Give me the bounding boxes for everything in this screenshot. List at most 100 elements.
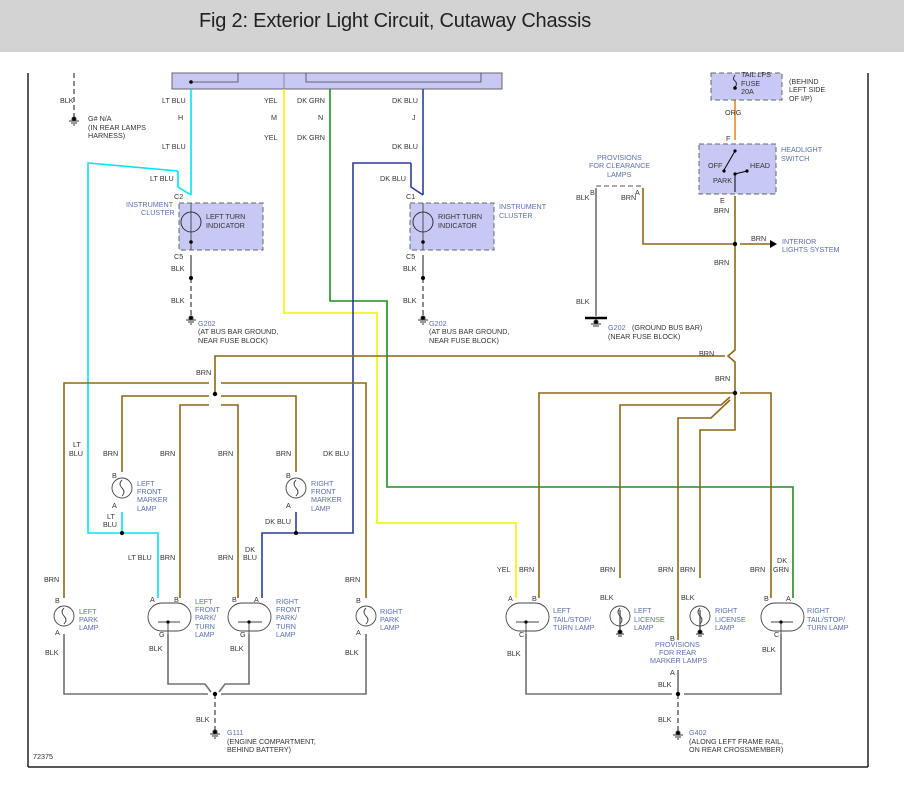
- diagram-label: (GROUND BUS BAR): [632, 323, 702, 332]
- wire-label: LT BLU: [162, 142, 186, 151]
- wire-label: DK: [777, 556, 787, 565]
- pin-label: M: [271, 113, 277, 122]
- pin-label: C: [774, 630, 779, 639]
- diagram-label: G402: [689, 728, 707, 737]
- pin-label: F: [726, 134, 731, 143]
- pin-label: A: [670, 668, 675, 677]
- diagram-label: LEFT: [79, 607, 97, 616]
- wire-label: BRN: [276, 449, 291, 458]
- diagram-label: LEFT SIDE: [789, 85, 825, 94]
- diagram-label: MARKER: [311, 495, 342, 504]
- lamp-icon: [53, 477, 805, 634]
- diagram-label: INDICATOR: [206, 221, 245, 230]
- diagram-label: RIGHT: [380, 607, 403, 616]
- wire-label: DK GRN: [297, 96, 325, 105]
- wire-label: BRN: [699, 349, 714, 358]
- diagram-label: OFF: [708, 161, 723, 170]
- wire-blk: [63, 73, 782, 733]
- diagram-label: LAMP: [380, 623, 400, 632]
- wire-label: BRN: [600, 565, 615, 574]
- wire-label: BRN: [218, 553, 233, 562]
- wire-label: BLK: [762, 645, 776, 654]
- pin-label: J: [412, 113, 416, 122]
- figure-header: Fig 2: Exterior Light Circuit, Cutaway C…: [0, 0, 904, 52]
- diagram-label: (NEAR FUSE BLOCK): [608, 332, 680, 341]
- wire-label: BRN: [218, 449, 233, 458]
- wire-label: BRN: [196, 368, 211, 377]
- diagram-label: RIGHT: [276, 597, 299, 606]
- diagram-label: MARKER LAMPS: [650, 656, 707, 665]
- fuse-box: [710, 72, 783, 101]
- diagram-label: LEFT: [634, 606, 652, 615]
- diagram-label: PROVISIONS: [655, 640, 700, 649]
- wire-label: LT BLU: [128, 553, 152, 562]
- component-labels: TAIL LPS FUSE 20A (BEHIND LEFT SIDE OF I…: [79, 70, 849, 665]
- diagram-label: FRONT: [276, 605, 301, 614]
- wire-label: BRN: [658, 565, 673, 574]
- diagram-label: FOR REAR: [659, 648, 696, 657]
- wire-label: BRN: [751, 234, 766, 243]
- diagram-label: G# N/A: [88, 114, 112, 123]
- pin-label: C: [519, 630, 524, 639]
- diagram-label: INTERIOR: [782, 237, 816, 246]
- pin-label: A: [356, 628, 361, 637]
- diagram-label: PARK: [79, 615, 98, 624]
- diagram-label: TAIL/STOP/: [553, 615, 591, 624]
- wire-labels: BLK LT BLU YEL DK GRN DK BLU H M N J YEL…: [44, 96, 791, 724]
- diagram-label: RIGHT: [807, 606, 830, 615]
- diagram-label: TURN LAMP: [553, 623, 595, 632]
- wire-label: BRN: [621, 193, 636, 202]
- right-turn-indicator-box: [409, 202, 495, 251]
- diagram-label: FUSE: [741, 79, 760, 88]
- pin-label: A: [786, 594, 791, 603]
- pin-label: A: [254, 595, 259, 604]
- wire-label: BLK: [658, 680, 672, 689]
- diagram-label: INDICATOR: [438, 221, 477, 230]
- diagram-label: LIGHTS SYSTEM: [782, 245, 840, 254]
- wire-label: GRN: [773, 565, 789, 574]
- diagram-label: MARKER: [137, 495, 168, 504]
- diagram-label: TAIL/STOP/: [807, 615, 845, 624]
- diagram-label: TURN LAMP: [807, 623, 849, 632]
- diagram-label: (ENGINE COMPARTMENT,: [227, 737, 316, 746]
- wire-label: BRN: [750, 565, 765, 574]
- wire-label: BLK: [576, 297, 590, 306]
- wire-dk-grn: [329, 89, 794, 598]
- diagram-label: G202: [429, 319, 447, 328]
- wire-label: BRN: [714, 258, 729, 267]
- diagram-label: LAMP: [634, 623, 654, 632]
- diagram-label: LICENSE: [715, 615, 746, 624]
- diagram-label: (BEHIND: [789, 77, 819, 86]
- wire-label: BLU: [103, 520, 117, 529]
- lamp-splice-dots: [166, 620, 783, 624]
- diagram-label: ON REAR CROSSMEMBER): [689, 745, 783, 754]
- wire-label: BLK: [403, 264, 417, 273]
- wire-label: DK: [245, 545, 255, 554]
- wire-label: BLK: [171, 264, 185, 273]
- wire-label: DK BLU: [265, 517, 291, 526]
- diagram-label: PARK: [380, 615, 399, 624]
- wire-dk-blu: [261, 89, 424, 598]
- diagram-label: HARNESS): [88, 131, 125, 140]
- diagram-label: LAMP: [311, 504, 331, 513]
- pin-label: B: [174, 595, 179, 604]
- pin-label: A: [286, 501, 291, 510]
- diagram-label: LAMP: [276, 630, 296, 639]
- diagram-label: LEFT: [553, 606, 571, 615]
- diagram-label: LEFT: [137, 479, 155, 488]
- wire-label: LT BLU: [150, 174, 174, 183]
- ground-labels: G# N/A (IN REAR LAMPS HARNESS) G202 (AT …: [88, 114, 783, 754]
- pin-label: G: [159, 630, 165, 639]
- turn-signal-switch-block: [171, 72, 503, 90]
- wire-label: BLK: [196, 715, 210, 724]
- diagram-label: TURN: [195, 622, 215, 631]
- diagram-label: (AT BUS BAR GROUND,: [198, 327, 278, 336]
- left-turn-indicator-box: [178, 202, 264, 251]
- wire-yel: [283, 89, 517, 598]
- wire-label: BLU: [69, 449, 83, 458]
- splice-points: [120, 241, 738, 697]
- diagram-label: NEAR FUSE BLOCK): [429, 336, 499, 345]
- wire-label: BRN: [160, 553, 175, 562]
- wire-label: YEL: [497, 565, 511, 574]
- pin-label: A: [55, 628, 60, 637]
